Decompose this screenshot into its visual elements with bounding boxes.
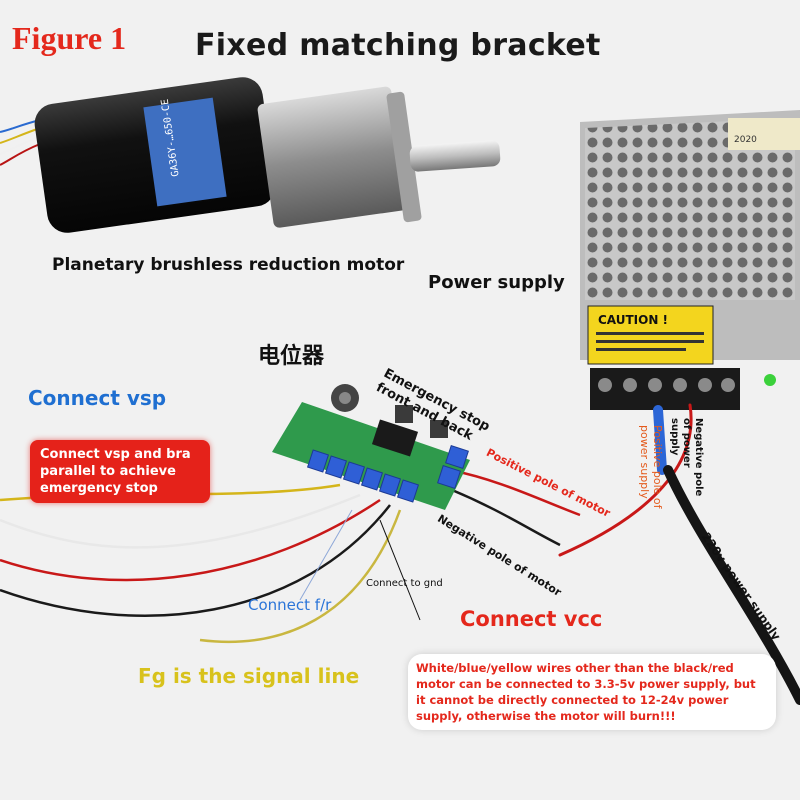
figure-label: Figure 1 (12, 20, 127, 56)
power-supply: 2020 CAUTION ! (580, 110, 800, 410)
page-title: Fixed matching bracket (195, 28, 601, 63)
control-board (272, 384, 470, 510)
fg-signal-label: Fg is the signal line (138, 664, 360, 688)
supply-wires (558, 403, 800, 705)
potentiometer-label: 电位器 (258, 344, 325, 369)
positive-pole-ps-label: Positive pole of power supply (638, 425, 664, 509)
connect-vsp-label: Connect vsp (28, 386, 167, 410)
vsp-bra-note: Connect vsp and bra parallel to achieve … (30, 440, 210, 503)
ps-caution-text: CAUTION ! (598, 313, 668, 327)
power-supply-label: Power supply (428, 272, 565, 293)
connect-vcc-label: Connect vcc (460, 607, 603, 631)
motor-label: Planetary brushless reduction motor (52, 255, 405, 275)
motor: GA36Y-…650-CE (34, 77, 501, 233)
wiring-warning: White/blue/yellow wires other than the b… (408, 654, 776, 730)
connect-gnd-label: Connect to gnd (366, 578, 443, 589)
connect-fr-label: Connect f/r (248, 596, 332, 614)
negative-pole-ps-label: Negative pole of power supply (669, 418, 704, 497)
ps-date: 2020 (734, 135, 757, 145)
motor-wires (0, 119, 41, 166)
